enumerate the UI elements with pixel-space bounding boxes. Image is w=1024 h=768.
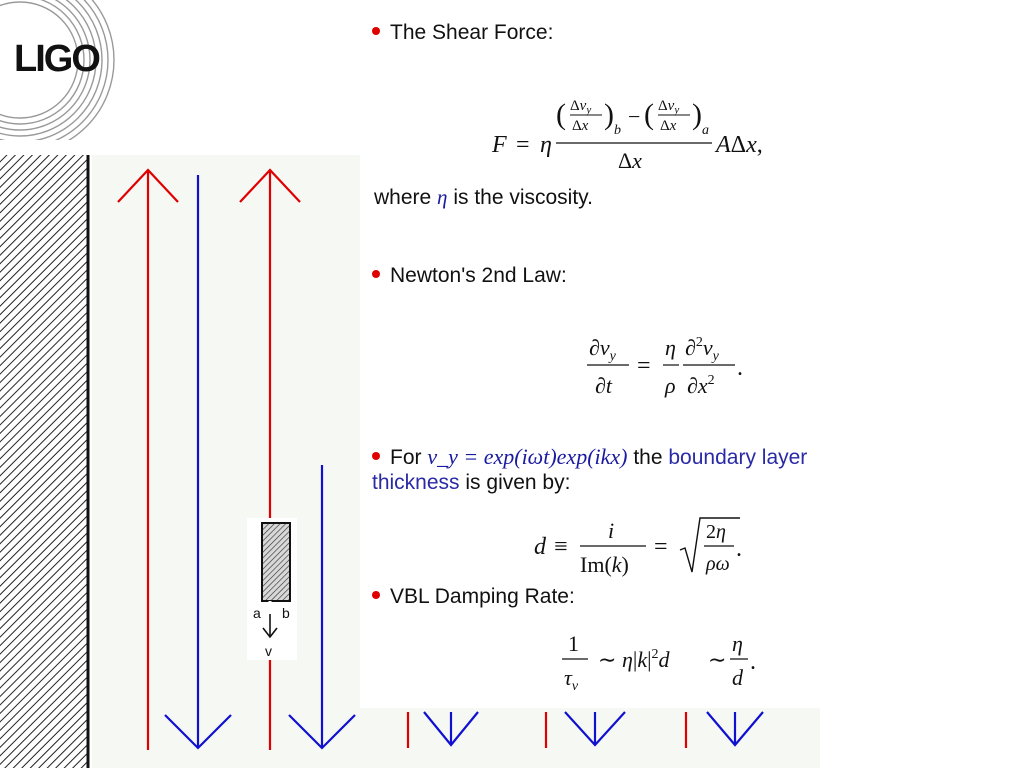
bullet-dot	[372, 591, 380, 600]
ligo-logo: LIGO	[14, 38, 101, 80]
fluid-region	[92, 155, 360, 768]
fluid-region-bottom	[345, 708, 820, 768]
svg-text:∂t: ∂t	[595, 373, 613, 398]
svg-text:(: (	[644, 98, 654, 131]
blue-down-arrow-1	[164, 175, 232, 750]
thickness-line: thickness is given by:	[372, 471, 571, 494]
fluid-element	[261, 522, 291, 602]
red-up-arrow-1	[117, 168, 179, 750]
svg-text:η|k|2d: η|k|2d	[622, 647, 671, 672]
svg-text:Δx: Δx	[618, 148, 642, 173]
wall-hatch	[0, 155, 88, 768]
svg-text:i: i	[608, 518, 614, 543]
newton-equation: ∂vy ∂t = η ρ ∂2vy ∂x2 .	[587, 335, 743, 398]
svg-text:∂x2: ∂x2	[687, 373, 715, 398]
red-up-arrow-2	[239, 168, 301, 750]
blue-down-arrow-2	[288, 465, 356, 750]
logo-arcs	[0, 0, 115, 140]
bullet-dot	[372, 270, 380, 279]
svg-text:(: (	[556, 98, 566, 131]
svg-text:η: η	[732, 631, 743, 656]
svg-text:ρω: ρω	[705, 553, 730, 575]
bullet-dot	[372, 452, 380, 461]
svg-text:1: 1	[568, 631, 579, 656]
svg-text:AΔx,: AΔx,	[714, 132, 763, 158]
svg-text:≡: ≡	[554, 534, 568, 560]
bullet-dot	[372, 27, 380, 36]
svg-text:F: F	[491, 132, 507, 158]
bullet-shear-force: The Shear Force:	[372, 20, 553, 45]
svg-text:Δvy: Δvy	[570, 98, 591, 116]
svg-text:Δx: Δx	[572, 118, 589, 134]
svg-text:=: =	[654, 534, 668, 560]
svg-text:Δvy: Δvy	[658, 98, 679, 116]
plate-label-a: a	[253, 605, 261, 621]
svg-text:Im(k): Im(k)	[580, 552, 629, 577]
svg-text:−: −	[628, 104, 640, 129]
svg-text:η: η	[665, 335, 676, 360]
svg-text:η: η	[540, 132, 552, 158]
svg-text:d: d	[534, 534, 547, 560]
svg-text:.: .	[750, 649, 756, 675]
viscosity-note: where η is the viscosity.	[374, 185, 593, 209]
svg-text:Δx: Δx	[660, 118, 677, 134]
svg-text:): )	[692, 98, 702, 131]
svg-text:∂vy: ∂vy	[589, 335, 617, 364]
for-expression: v_y = exp(iωt)exp(ikx)	[427, 444, 628, 469]
bullet-newton: Newton's 2nd Law:	[372, 263, 567, 288]
svg-text:ρ: ρ	[664, 373, 676, 398]
svg-text:.: .	[737, 355, 743, 381]
svg-text:∼: ∼	[708, 647, 726, 672]
svg-text:τv: τv	[564, 665, 579, 694]
damping-equation: 1 τv ∼ η|k|2d ∼ η d .	[562, 631, 756, 694]
svg-text:∼: ∼	[598, 647, 616, 672]
svg-text:a: a	[702, 123, 709, 138]
svg-text:): )	[604, 98, 614, 131]
bullet-boundary-layer: For v_y = exp(iωt)exp(ikx) the boundary …	[372, 444, 807, 470]
shear-force-equation: F = η ( Δvy Δx ) b − ( Δvy Δx ) a Δx AΔx…	[491, 98, 763, 173]
thickness-equation: d ≡ i Im(k) = 2η ρω .	[534, 517, 742, 577]
svg-text:2η: 2η	[706, 521, 726, 543]
bullet-vbl-damping: VBL Damping Rate:	[372, 584, 575, 609]
svg-text:.: .	[736, 536, 742, 562]
svg-text:=: =	[637, 353, 651, 379]
velocity-label: v	[265, 643, 272, 659]
svg-text:=: =	[516, 132, 530, 158]
svg-text:∂2vy: ∂2vy	[685, 335, 720, 364]
plate-label-b: b	[282, 605, 290, 621]
svg-text:d: d	[732, 665, 744, 690]
svg-text:b: b	[614, 123, 621, 138]
